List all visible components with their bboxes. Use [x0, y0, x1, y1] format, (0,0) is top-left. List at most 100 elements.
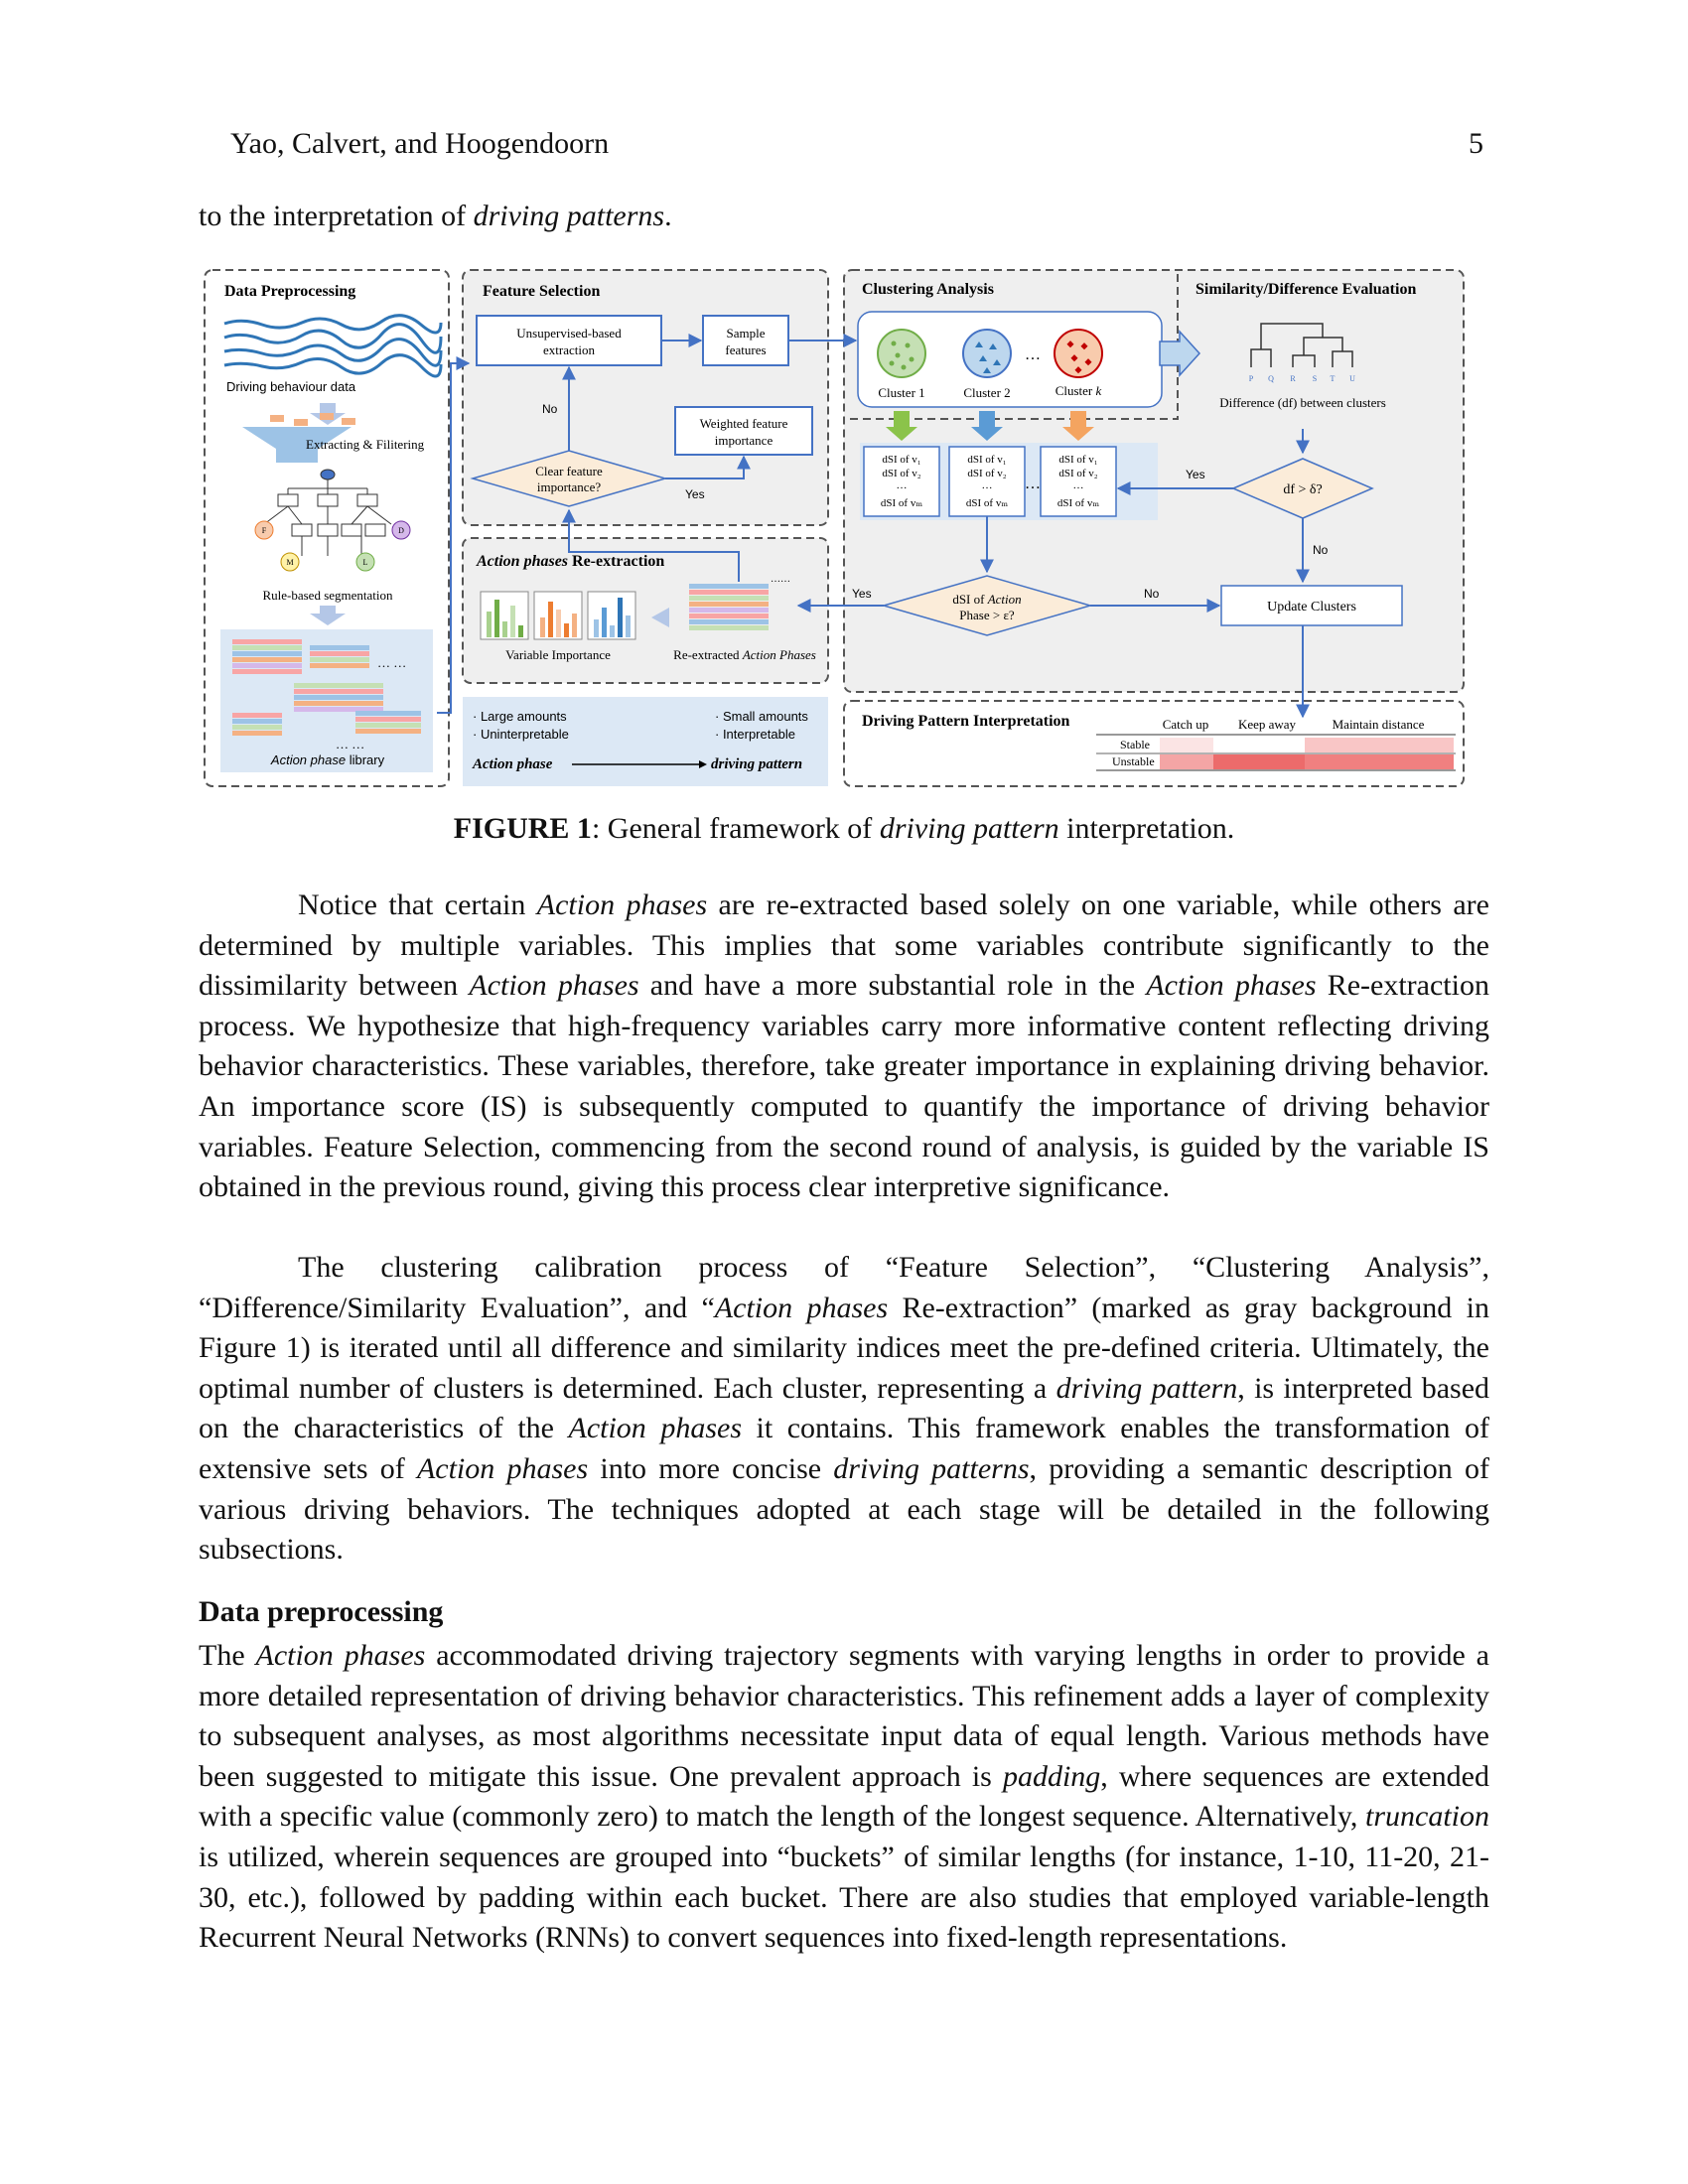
title-reextraction: Action phases Re-extraction — [476, 553, 664, 570]
interp-cell-stable-keep — [1213, 738, 1295, 752]
arrow-reextraction-to-feature — [562, 508, 740, 582]
label-variable-importance: Variable Importance — [505, 647, 611, 662]
box-weighted-importance — [674, 406, 813, 456]
label-feature-yes: Yes — [685, 487, 705, 501]
text-run: , where sequences are extended with a sp… — [199, 1759, 1489, 1834]
title-clustering: Clustering Analysis — [862, 281, 994, 298]
text-unsupervised-1: Unsupervised-based — [516, 326, 622, 341]
summary-right-1: · Small amounts — [715, 709, 808, 724]
arrow-decision-yes — [665, 455, 751, 479]
title-feature-selection: Feature Selection — [483, 283, 600, 300]
label-df-no: No — [1313, 543, 1329, 557]
svg-text:dSI of vₘ: dSI of vₘ — [966, 497, 1008, 509]
svg-text:dSI of vₘ: dSI of vₘ — [881, 497, 922, 509]
decision-df — [1231, 458, 1374, 519]
interp-col-catch-up: Catch up — [1163, 717, 1209, 732]
continuation-italic: driving patterns — [473, 200, 665, 232]
dendrogram — [1250, 323, 1353, 367]
box-update-clusters — [1220, 585, 1403, 626]
big-arrow-to-evaluation — [1159, 330, 1201, 377]
text-run: padding — [1002, 1759, 1101, 1793]
text-run: Action phases — [1146, 969, 1317, 1003]
text-run: Notice that certain — [298, 888, 537, 921]
svg-text:U: U — [1349, 374, 1355, 383]
caption-text-1: : General framework of — [591, 812, 880, 845]
cluster-1-points — [889, 341, 914, 370]
text-decision-dsi-2: Phase > ε? — [959, 608, 1015, 622]
box-sample-features — [702, 315, 789, 366]
interp-cell-unstable-catch — [1160, 754, 1213, 769]
dsi-box-k: dSI of v₁ dSI of v₂ … dSI of vₘ — [1040, 446, 1117, 517]
text-sample-2: features — [725, 342, 766, 357]
library-ellipsis-bottom: … … — [336, 737, 364, 751]
svg-text:L: L — [363, 558, 368, 567]
svg-text:T: T — [1331, 374, 1336, 383]
text-run: Action phases — [536, 888, 708, 921]
svg-text:dSI of v₂: dSI of v₂ — [1058, 468, 1097, 479]
cluster-1-circle — [877, 329, 926, 378]
text-weighted-1: Weighted feature — [700, 416, 788, 431]
text-run: into more concise — [588, 1451, 834, 1485]
label-dsi-yes: Yes — [852, 587, 872, 601]
clustering-divider — [844, 274, 1179, 420]
text-run: Action phases — [255, 1639, 426, 1672]
text-run: it contains. This framework enables the … — [199, 1412, 1489, 1485]
dendrogram-leaves: P Q R S T U — [1249, 374, 1355, 383]
arrow-cluster2-dsi — [971, 411, 1003, 441]
text-run: are re-extracted based solely on one var… — [199, 888, 1489, 1003]
label-dsi-no: No — [1144, 587, 1160, 601]
text-run: The — [199, 1639, 256, 1672]
paragraph-1: Notice that certain Action phases are re… — [199, 886, 1489, 1208]
segmentation-tree — [263, 469, 392, 556]
text-run: Action phases — [714, 1291, 889, 1324]
text-run: and have a more substantial role in the — [638, 969, 1147, 1003]
summary-right-2: · Interpretable — [715, 727, 795, 742]
svg-text:R: R — [1290, 374, 1296, 383]
arrow-reextracted-to-importance — [651, 608, 669, 627]
interp-cell-stable-maintain — [1305, 738, 1454, 752]
arrow-clusterk-dsi — [1062, 411, 1094, 441]
label-cluster-2: Cluster 2 — [963, 385, 1010, 400]
text-sample-1: Sample — [727, 326, 766, 341]
paragraph-2: The clustering calibration process of “F… — [199, 1248, 1489, 1570]
svg-text:M: M — [286, 558, 293, 567]
label-cluster-1: Cluster 1 — [878, 385, 924, 400]
text-run: truncation — [1365, 1800, 1489, 1834]
summary-left-1: · Large amounts — [473, 709, 567, 724]
interp-col-maintain: Maintain distance — [1333, 717, 1425, 732]
running-head: Yao, Calvert, and Hoogendoorn 5 — [230, 127, 1483, 167]
text-decision-dsi-1: dSI of Action — [952, 592, 1021, 607]
continuation-text: to the interpretation of — [199, 200, 474, 232]
cluster-k-circle — [1054, 329, 1103, 378]
text-decision-2: importance? — [537, 479, 601, 494]
text-unsupervised-2: extraction — [543, 342, 595, 357]
svg-text:F: F — [262, 526, 267, 535]
caption-italic: driving pattern — [879, 812, 1059, 845]
interp-col-keep-away: Keep away — [1238, 717, 1297, 732]
svg-text:P: P — [1249, 374, 1254, 383]
label-df-yes: Yes — [1186, 468, 1205, 481]
label-reextracted-phases: Re-extracted Action Phases — [673, 647, 816, 662]
text-run: , providing a semantic description of va… — [199, 1451, 1489, 1567]
svg-text:…: … — [1073, 479, 1084, 491]
label-cluster-k: Cluster k — [1055, 383, 1102, 398]
text-run: accommodated driving trajectory segments… — [199, 1639, 1489, 1793]
caption-label: FIGURE 1 — [453, 812, 592, 845]
library-ellipsis-top: … … — [377, 655, 406, 670]
interp-row-stable: Stable — [1120, 738, 1150, 751]
label-action-phase-library: Action phase library — [270, 752, 385, 767]
summary-box — [463, 697, 828, 786]
summary-arrowhead — [699, 760, 707, 768]
page-number: 5 — [1469, 127, 1483, 160]
running-head-authors: Yao, Calvert, and Hoogendoorn — [230, 127, 610, 160]
summary-left-2: · Uninterpretable — [473, 727, 569, 742]
dsi-box-1: dSI of v₁ dSI of v₂ … dSI of vₘ — [863, 446, 940, 517]
panel-reextraction — [462, 537, 829, 684]
text-run: The clustering calibration process of “F… — [199, 1251, 1489, 1324]
arrow-library-to-feature — [437, 356, 471, 714]
interp-row-unstable: Unstable — [1112, 754, 1155, 768]
text-run: Re-extraction process. We hypothesize th… — [199, 969, 1489, 1204]
label-difference: Difference (df) between clusters — [1219, 395, 1386, 410]
label-extracting: Extracting & Filitering — [306, 437, 425, 452]
action-phase-library-stripes — [232, 639, 421, 736]
